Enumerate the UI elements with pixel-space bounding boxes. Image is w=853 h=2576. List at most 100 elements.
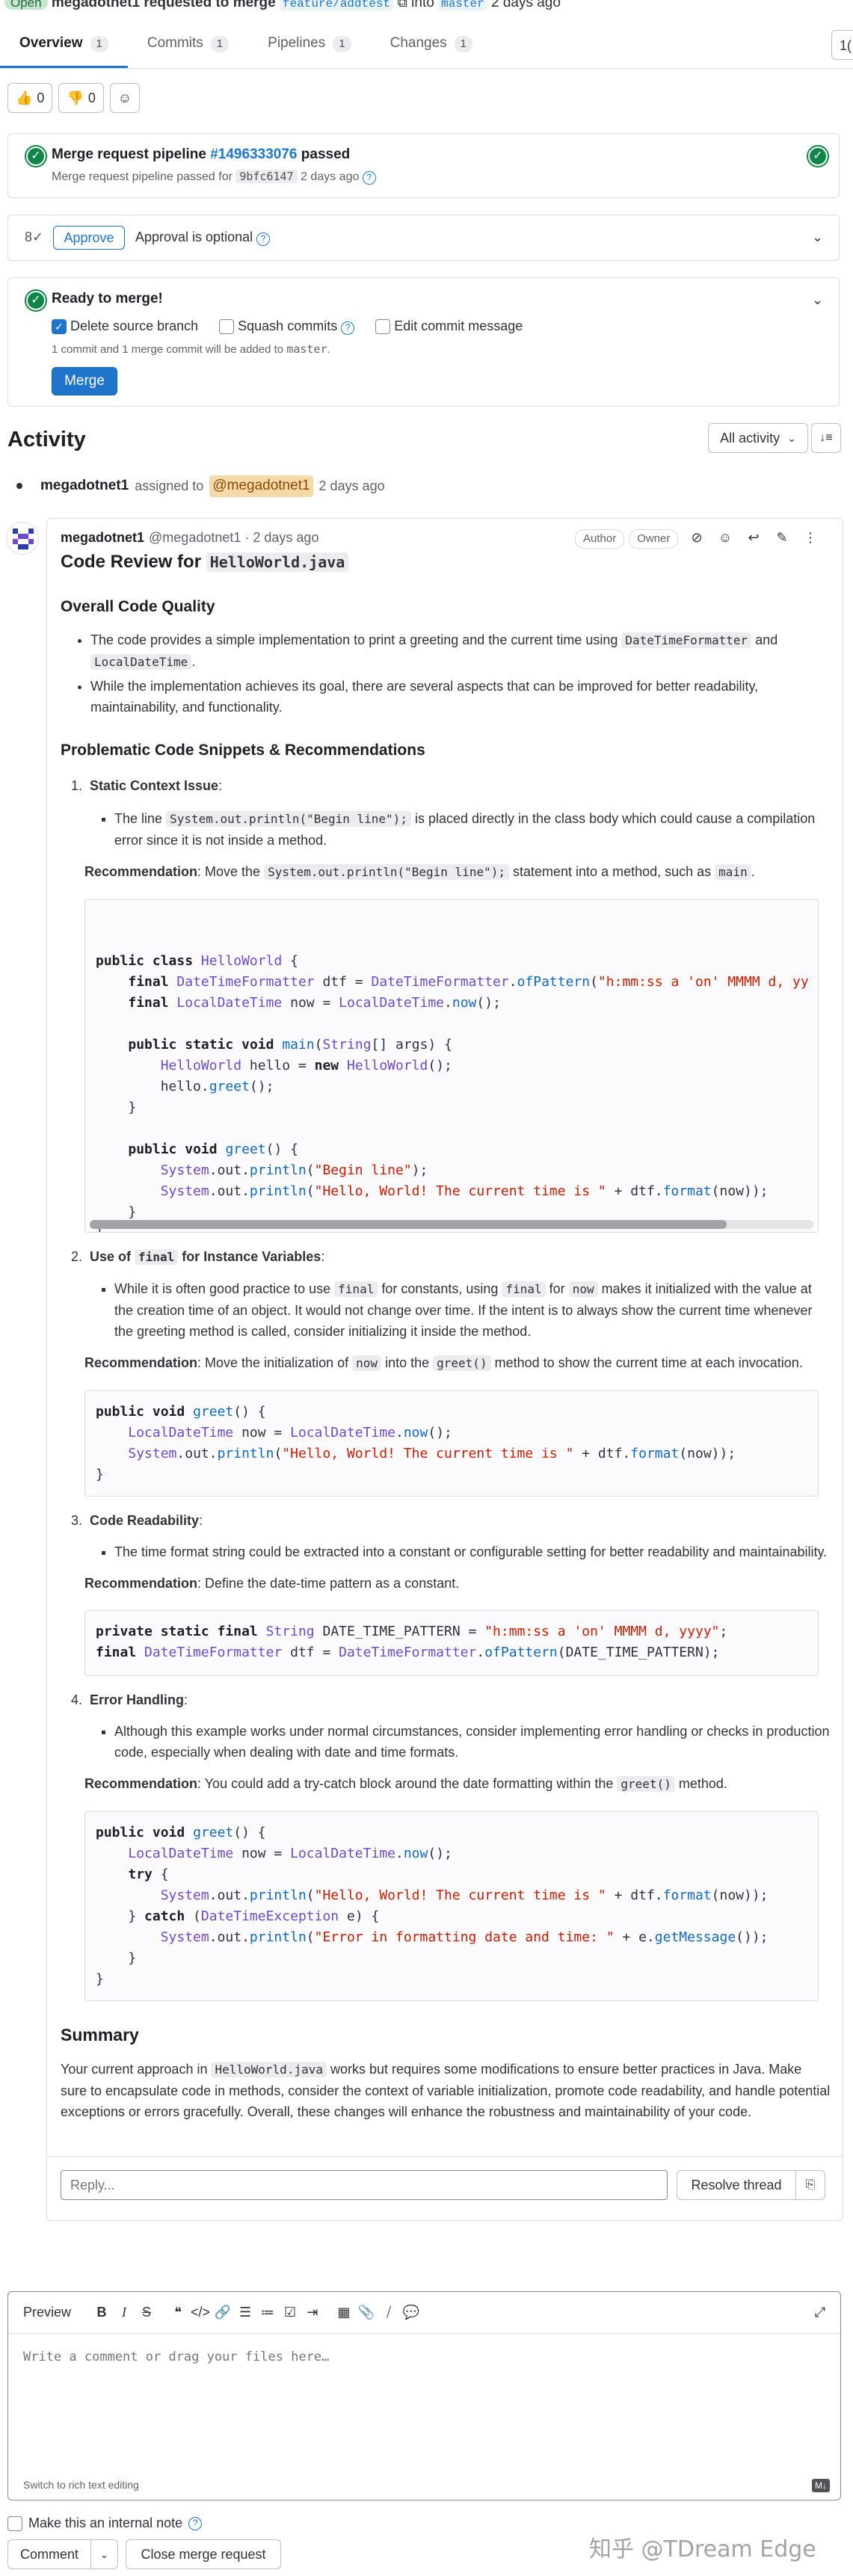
strikethrough-icon[interactable]: S bbox=[142, 2305, 152, 2320]
commit-sha[interactable]: 9bfc6147 bbox=[235, 170, 298, 183]
help-icon[interactable]: ? bbox=[362, 171, 376, 185]
target-branch[interactable]: master bbox=[438, 0, 487, 10]
section-2: 2. Use of final for Instance Variables: … bbox=[61, 1246, 831, 1497]
section-1: 1. Static Context Issue: The line System… bbox=[61, 775, 831, 1233]
fullscreen-icon[interactable]: ⤢ bbox=[814, 2305, 826, 2320]
code-lines: public class HelloWorld { final DateTime… bbox=[96, 951, 809, 1232]
comment-options-button[interactable]: ⌄ bbox=[91, 2539, 118, 2569]
code-line: private static final String DATE_TIME_PA… bbox=[96, 1624, 728, 1639]
table-icon[interactable]: ▦ bbox=[337, 2305, 351, 2320]
italic-icon[interactable]: I bbox=[122, 2305, 127, 2320]
note-actions: ⊘ ☺ ↩ ✎ ⋮ bbox=[686, 528, 822, 548]
text: for bbox=[549, 1281, 565, 1296]
more-actions-icon[interactable]: ⋮ bbox=[804, 530, 817, 545]
delete-branch-option[interactable]: ✓ Delete source branch bbox=[52, 316, 198, 336]
text: Use of bbox=[90, 1249, 132, 1264]
sort-button[interactable]: ↓≡ bbox=[811, 423, 841, 453]
text: makes it initialized with the value at t… bbox=[114, 1281, 813, 1339]
code-block-3: private static final String DATE_TIME_PA… bbox=[84, 1610, 819, 1676]
help-icon[interactable]: ? bbox=[341, 321, 355, 335]
squash-option[interactable]: Squash commits ? bbox=[219, 316, 355, 336]
edit-icon[interactable]: ✎ bbox=[776, 530, 788, 545]
chevron-down-icon[interactable]: ⌄ bbox=[812, 292, 824, 307]
indent-icon[interactable]: ⇥ bbox=[307, 2305, 318, 2320]
edit-message-option[interactable]: Edit commit message bbox=[375, 316, 523, 336]
reply-icon[interactable]: ↩ bbox=[748, 530, 760, 545]
filter-label: All activity bbox=[720, 430, 780, 446]
title-text: Code Review for bbox=[61, 552, 202, 572]
comment-button[interactable]: Comment bbox=[7, 2539, 91, 2569]
checkbox[interactable] bbox=[375, 319, 391, 335]
inline-code: final bbox=[135, 1249, 179, 1265]
user-mention[interactable]: @megadotnet1 bbox=[209, 475, 313, 497]
inline-code: LocalDateTime bbox=[90, 653, 192, 670]
emoji-icon[interactable]: ☺ bbox=[718, 530, 733, 545]
scrollbar-thumb[interactable] bbox=[90, 1220, 727, 1229]
text: is placed directly in the class body whi… bbox=[114, 811, 816, 848]
delete-branch-label: Delete source branch bbox=[70, 318, 199, 333]
text: : Define the date-time pattern as a cons… bbox=[197, 1576, 460, 1591]
task-list-icon[interactable]: ☑ bbox=[283, 2305, 297, 2320]
approval-widget: 8✓ Approve Approval is optional ? ⌄ bbox=[7, 215, 840, 261]
text: : You could add a try-catch block around… bbox=[197, 1776, 614, 1791]
reactions-bar: 👍0 👎0 ☺ bbox=[7, 83, 140, 113]
slash-command-icon[interactable]: ⧸ bbox=[386, 2305, 392, 2320]
close-mr-button[interactable]: Close merge request bbox=[126, 2539, 281, 2569]
reply-input[interactable] bbox=[61, 2170, 668, 2200]
checkbox-checked[interactable]: ✓ bbox=[52, 319, 67, 335]
copy-icon[interactable]: ⧉ bbox=[397, 0, 407, 10]
help-icon[interactable]: ? bbox=[256, 232, 271, 246]
checkbox[interactable] bbox=[7, 2515, 22, 2531]
merge-widget: ✓ Ready to merge! ⌄ ✓ Delete source bran… bbox=[7, 277, 840, 407]
resolve-options-button[interactable]: ⎘ bbox=[795, 2170, 825, 2200]
resolve-thread-button[interactable]: Resolve thread bbox=[677, 2170, 796, 2200]
link-icon[interactable]: 🔗 bbox=[214, 2305, 232, 2320]
comment-editor: Preview B I S ❝ </> 🔗 ☰ ≔ ☑ ⇥ ▦ 📎 ⧸ 💬 ⤢ … bbox=[7, 2291, 841, 2500]
code-icon[interactable]: </> bbox=[191, 2305, 211, 2320]
horizontal-scrollbar[interactable] bbox=[90, 1220, 813, 1229]
avatar[interactable] bbox=[6, 522, 39, 555]
code-line: final LocalDateTime now = LocalDateTime.… bbox=[128, 995, 501, 1011]
activity-filter-dropdown[interactable]: All activity⌄ bbox=[708, 423, 808, 453]
bold-icon[interactable]: B bbox=[96, 2305, 107, 2320]
preview-tab[interactable]: Preview bbox=[23, 2305, 72, 2320]
pipeline-title: Merge request pipeline #1496333076 passe… bbox=[52, 144, 350, 166]
inline-code: DateTimeFormatter bbox=[621, 632, 752, 648]
text: and bbox=[755, 632, 778, 647]
bullet-list-icon[interactable]: ☰ bbox=[238, 2305, 252, 2320]
add-reaction-button[interactable]: ☺ bbox=[109, 83, 140, 113]
code-line: } bbox=[96, 1950, 137, 1966]
thumbs-up-button[interactable]: 👍0 bbox=[7, 83, 53, 113]
pipeline-link[interactable]: #1496333076 bbox=[210, 147, 298, 162]
source-branch[interactable]: feature/addtest bbox=[280, 0, 394, 10]
quote-icon[interactable]: ❝ bbox=[174, 2305, 182, 2320]
attach-icon[interactable]: 📎 bbox=[357, 2305, 375, 2320]
mr-header: Open megadotnet1 requested to merge feat… bbox=[0, 0, 853, 12]
numbered-list-icon[interactable]: ≔ bbox=[261, 2305, 275, 2320]
internal-note-option[interactable]: Make this an internal note ? bbox=[7, 2513, 203, 2533]
resolve-icon[interactable]: ⊘ bbox=[691, 530, 703, 545]
tab-count: 1 bbox=[90, 35, 108, 52]
inline-code: final bbox=[334, 1281, 378, 1297]
text: . bbox=[751, 864, 755, 879]
merge-info-text: 1 commit and 1 merge commit will be adde… bbox=[52, 343, 284, 356]
comment-textarea[interactable] bbox=[8, 2335, 840, 2469]
note-author[interactable]: megadotnet1 bbox=[61, 530, 145, 545]
switch-rich-text[interactable]: Switch to rich text editing bbox=[23, 2479, 139, 2491]
checkbox[interactable] bbox=[219, 319, 235, 335]
right-edge-button[interactable]: 1( bbox=[831, 30, 853, 60]
system-note-user[interactable]: megadotnet1 bbox=[40, 478, 129, 493]
pipeline-status-icon[interactable]: ✓ bbox=[808, 147, 828, 166]
approval-text: Approval is optional ? bbox=[135, 227, 271, 247]
chevron-down-icon[interactable]: ⌄ bbox=[812, 229, 824, 244]
help-icon[interactable]: ? bbox=[188, 2516, 203, 2530]
merge-button[interactable]: Merge bbox=[52, 367, 117, 395]
author-badge: Author bbox=[575, 529, 625, 549]
thumbs-down-button[interactable]: 👎0 bbox=[58, 83, 104, 113]
approve-button[interactable]: Approve bbox=[53, 226, 125, 250]
comment-template-icon[interactable]: 💬 bbox=[402, 2305, 420, 2320]
